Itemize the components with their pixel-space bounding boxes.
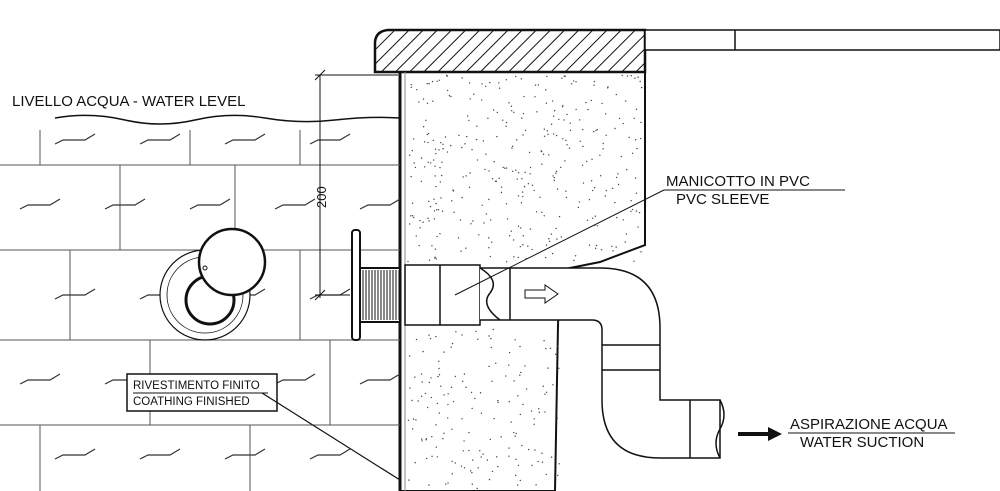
coating-leader: [261, 392, 401, 481]
coping-stone: [373, 28, 647, 74]
nozzle-front-view: [159, 227, 267, 341]
suction-label-en: WATER SUCTION: [800, 434, 924, 451]
concrete-texture: [407, 74, 643, 490]
water-level-line: [54, 114, 401, 125]
dimension-value: 200: [314, 186, 329, 208]
paving-strip: [644, 29, 1000, 51]
suction-label-it: ASPIRAZIONE ACQUA: [790, 416, 948, 433]
sleeve-leader: [454, 189, 665, 296]
sleeve-label-it: MANICOTTO IN PVC: [666, 173, 810, 190]
wall-fitting: [351, 229, 401, 341]
sleeve-label-en: PVC SLEEVE: [676, 191, 769, 208]
coating-label-en: COATHING FINISHED: [133, 396, 250, 408]
coating-label-it: RIVESTIMENTO FINITO: [133, 380, 260, 392]
pvc-pipe: [404, 264, 725, 459]
water-level-label: LIVELLO ACQUA - WATER LEVEL: [12, 93, 245, 110]
suction-arrow-icon: [738, 427, 782, 441]
dimension-line: [314, 69, 398, 301]
